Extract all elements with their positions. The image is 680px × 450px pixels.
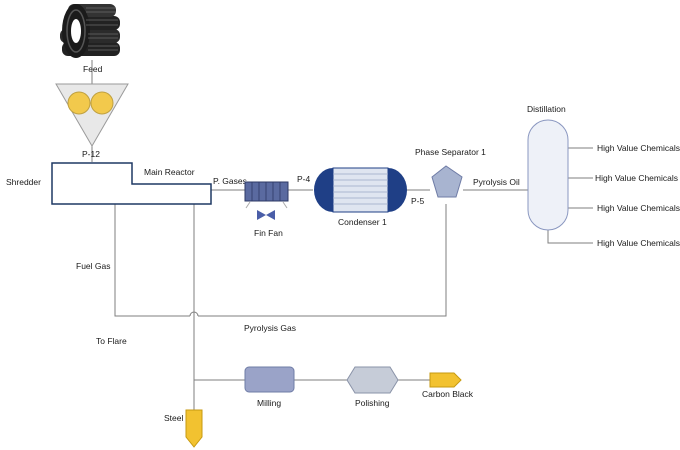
fin-fan-icon bbox=[244, 181, 289, 220]
tire-stack-icon bbox=[60, 4, 120, 58]
hvc-label-2: High Value Chemicals bbox=[595, 173, 678, 183]
feed-label: Feed bbox=[83, 64, 103, 74]
separator-icon bbox=[431, 165, 463, 198]
p12-label: P-12 bbox=[82, 149, 100, 159]
milling-unit bbox=[244, 366, 295, 393]
shredder-label: Shredder bbox=[6, 177, 41, 187]
hvc-label-3: High Value Chemicals bbox=[597, 203, 680, 213]
milling-label: Milling bbox=[257, 398, 281, 408]
pipe-pyrolysis-gas bbox=[198, 204, 447, 317]
pipe-fuel-gas bbox=[114, 204, 190, 317]
carbon-black-product-icon bbox=[429, 372, 462, 388]
distillation-column-icon bbox=[527, 119, 569, 231]
pyrolysis-gas-label: Pyrolysis Gas bbox=[244, 323, 296, 333]
fin-fan-label: Fin Fan bbox=[254, 228, 283, 238]
shredder-icon bbox=[55, 83, 129, 147]
pipe-hvc-4 bbox=[547, 230, 593, 244]
pipes bbox=[91, 60, 593, 410]
phase-separator-label: Phase Separator 1 bbox=[415, 147, 486, 157]
main-reactor bbox=[51, 162, 212, 205]
to-flare-label: To Flare bbox=[96, 336, 127, 346]
p5-label: P-5 bbox=[411, 196, 425, 206]
polishing-unit bbox=[346, 366, 399, 394]
steel-label: Steel bbox=[164, 413, 183, 423]
distillation-label: Distillation bbox=[527, 104, 566, 114]
fuel-gas-label: Fuel Gas bbox=[76, 261, 111, 271]
carbon-black-label: Carbon Black bbox=[422, 389, 474, 399]
condenser-icon bbox=[314, 167, 407, 213]
main-reactor-label: Main Reactor bbox=[144, 167, 195, 177]
p-gases-label: P. Gases bbox=[213, 176, 247, 186]
hvc-label-4: High Value Chemicals bbox=[597, 238, 680, 248]
p4-label: P-4 bbox=[297, 174, 311, 184]
condenser-label: Condenser 1 bbox=[338, 217, 387, 227]
steel-product-icon bbox=[185, 409, 203, 448]
polishing-label: Polishing bbox=[355, 398, 390, 408]
pyrolysis-oil-label: Pyrolysis Oil bbox=[473, 177, 520, 187]
hvc-label-1: High Value Chemicals bbox=[597, 143, 680, 153]
